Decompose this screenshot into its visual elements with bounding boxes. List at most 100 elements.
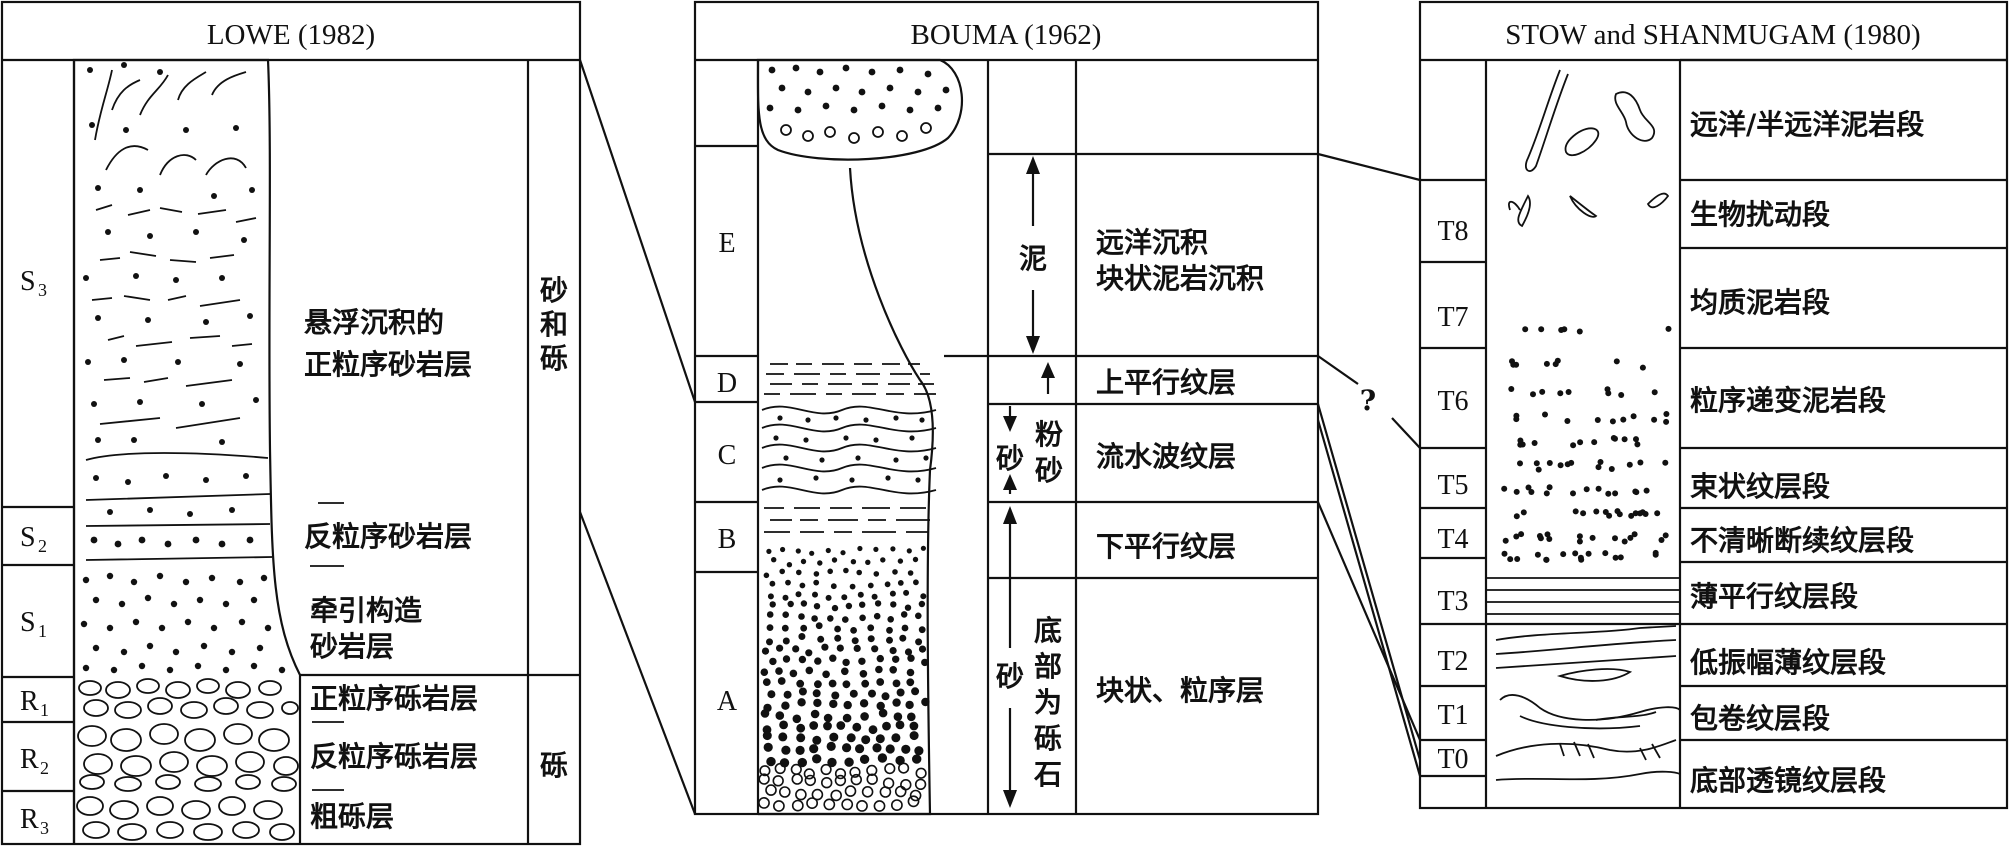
svg-text:3: 3 [40,818,49,838]
sediment-grain [842,713,852,723]
sediment-grain [1595,464,1602,471]
sediment-grain [1513,412,1520,419]
bouma-c-pattern [761,405,937,495]
sediment-grain [1631,531,1638,538]
sediment-grain [830,583,837,590]
sediment-grain [1517,460,1523,467]
svg-text:悬浮沉积的: 悬浮沉积的 [304,306,444,339]
sediment-grain [1514,556,1521,562]
sediment-grain [781,701,790,710]
sediment-grain [796,569,802,576]
sediment-grain [874,600,882,607]
stow-unit-t4: T4 [1437,524,1468,555]
sediment-grain [1612,554,1619,561]
svg-text:和: 和 [540,308,568,341]
sediment-grain [1662,459,1669,466]
sediment-grain [915,612,922,620]
svg-text:1: 1 [40,700,49,720]
bouma-stow-correlation-lines: ? [1316,152,1422,777]
bouma-grain-sand-base: 底 部 为 砾 石 [1033,614,1062,791]
sediment-grain [820,776,833,789]
sediment-grain [873,571,880,577]
sediment-grain [1663,418,1670,425]
sediment-grain [1589,534,1596,541]
lowe-column: LOWE (1982) S 3 S 2 S 1 R 1 R 2 R [0,0,582,846]
sediment-grain [790,763,802,776]
bouma-pelagic-blob [756,58,964,161]
sediment-grain [1517,437,1524,444]
sediment-grain [823,713,833,723]
sediment-grain [1585,550,1592,557]
sediment-grain [909,731,919,741]
sediment-grain [1539,388,1546,395]
sediment-grain [884,581,891,588]
sediment-grain [762,678,771,686]
sediment-grain [859,699,869,708]
sediment-grain [812,754,822,764]
sediment-grain [798,613,805,620]
svg-text:部: 部 [1034,650,1062,683]
sediment-grain [792,645,800,653]
sediment-grain [1616,511,1623,518]
sediment-grain [893,712,903,721]
sediment-grain [1546,484,1553,491]
sediment-grain [783,690,792,699]
sediment-grain [769,657,777,666]
sediment-grain [834,774,847,787]
sediment-grain [842,743,852,753]
sediment-grain [1630,413,1637,420]
sediment-grain [906,678,915,687]
sediment-grain [918,626,926,634]
sediment-grain [894,785,907,798]
sediment-grain [878,708,888,718]
sediment-grain [792,714,802,724]
sediment-grain [775,667,783,675]
sediment-grain [831,691,840,700]
sediment-grain [840,550,846,556]
sediment-grain [791,773,803,785]
lowe-desc-r1: 正粒序砾岩层 [310,682,478,715]
sediment-grain [841,594,848,601]
sediment-grain [1507,556,1514,563]
sediment-grain [915,638,923,646]
sediment-grain [899,634,907,642]
sediment-grain [890,546,896,552]
sediment-grain [805,666,814,675]
sediment-grain [796,723,806,733]
sediment-grain [830,789,843,802]
svg-text:R: R [20,744,39,775]
lowe-gravel-pattern [76,678,299,841]
svg-text:S: S [20,266,36,297]
sediment-grain [813,603,821,610]
correlation-question-mark: ? [1360,384,1376,417]
sediment-grain [879,786,892,798]
sediment-grain [836,721,846,730]
sediment-grain [890,601,897,608]
sediment-grain [865,559,871,565]
sediment-grain [1508,386,1515,392]
sediment-grain [809,721,819,730]
sediment-grain [1513,513,1520,520]
bouma-division-d: D [717,368,737,399]
sediment-grain [836,644,844,652]
stow-unit-t7: T7 [1437,302,1468,333]
sediment-grain [779,758,790,768]
sediment-grain [1595,485,1602,492]
sediment-grain [820,763,832,776]
sediment-grain [1602,550,1609,557]
sediment-grain [766,638,773,646]
sediment-grain [895,720,905,730]
sediment-grain [1620,416,1627,423]
stow-t2-laminae [1495,625,1677,669]
sediment-grain [1618,392,1625,398]
bouma-b-pattern [764,507,930,533]
sediment-grain [842,680,851,689]
bouma-grain-silt-sand: 砂 [996,442,1024,475]
sediment-grain [1665,325,1672,332]
sediment-grain [822,670,830,679]
sediment-grain [775,711,785,720]
sediment-grain [798,633,806,640]
sediment-grain [1531,440,1538,446]
sediment-grain [1560,551,1567,558]
sediment-grain [796,679,805,688]
